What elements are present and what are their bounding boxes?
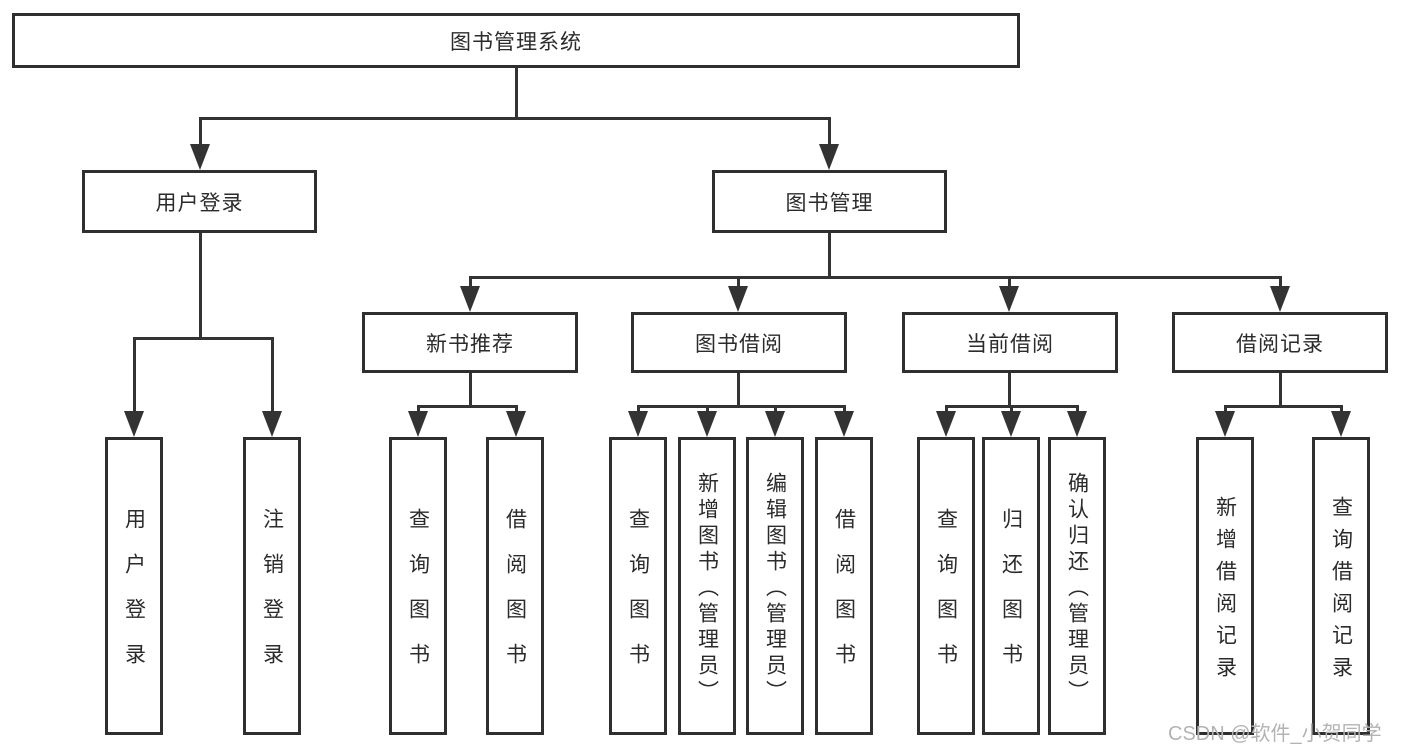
arrowhead-down-icon	[460, 286, 480, 312]
node-label: 确认归还（管理员）	[1065, 471, 1089, 706]
arrowhead-down-icon	[697, 411, 717, 437]
connector-line	[133, 337, 274, 340]
node-label: 编辑图书（管理员）	[763, 471, 787, 706]
node-label: 新书推荐	[426, 332, 514, 356]
node-new-book-recommend: 新书推荐	[362, 312, 578, 373]
connector-line	[199, 233, 202, 340]
node-label: 查询图书	[406, 508, 430, 688]
leaf-query-borrow-record: 查询借阅记录	[1312, 437, 1370, 735]
connector-line	[1340, 405, 1343, 413]
node-label: 图书管理	[785, 191, 874, 215]
leaf-query-books-borrow: 查询图书	[609, 437, 667, 735]
arrowhead-down-icon	[728, 286, 748, 312]
node-label: 查询图书	[934, 508, 958, 688]
connector-line	[637, 405, 640, 413]
connector-line	[737, 276, 740, 288]
connector-line	[1224, 405, 1227, 413]
node-label: 当前借阅	[966, 332, 1054, 356]
connector-line	[515, 405, 518, 413]
leaf-add-book-admin: 新增图书（管理员）	[678, 437, 736, 735]
arrowhead-down-icon	[1270, 286, 1290, 312]
leaf-borrow-books: 借阅图书	[815, 437, 873, 735]
arrowhead-down-icon	[834, 411, 854, 437]
node-label: 新增借阅记录	[1213, 495, 1237, 688]
node-label: 借阅图书	[832, 508, 856, 688]
arrowhead-down-icon	[1067, 411, 1087, 437]
connector-line	[1008, 373, 1011, 408]
connector-line	[271, 337, 274, 413]
leaf-borrow-books-recommend: 借阅图书	[486, 437, 544, 735]
connector-line	[417, 405, 518, 408]
connector-line	[706, 405, 709, 413]
arrowhead-down-icon	[1215, 411, 1235, 437]
connector-line	[199, 117, 831, 120]
arrowhead-down-icon	[408, 411, 428, 437]
node-label: 借阅记录	[1236, 332, 1324, 356]
node-label: 图书借阅	[695, 332, 783, 356]
connector-line	[637, 405, 846, 408]
connector-line	[774, 405, 777, 413]
node-label: 查询图书	[626, 508, 650, 688]
node-book-management: 图书管理	[712, 170, 947, 233]
node-user-login: 用户登录	[82, 170, 317, 233]
leaf-logout: 注销登录	[243, 437, 301, 735]
node-label: 注销登录	[260, 508, 284, 688]
arrowhead-down-icon	[628, 411, 648, 437]
connector-line	[1076, 405, 1079, 413]
node-current-borrow: 当前借阅	[902, 312, 1118, 373]
leaf-add-borrow-record: 新增借阅记录	[1196, 437, 1254, 735]
connector-line	[469, 373, 472, 408]
node-book-borrow: 图书借阅	[631, 312, 847, 373]
node-label: 图书管理系统	[450, 30, 582, 54]
arrowhead-down-icon	[124, 411, 144, 437]
node-label: 用户登录	[155, 191, 244, 215]
arrowhead-down-icon	[1331, 411, 1351, 437]
connector-line	[1008, 276, 1011, 288]
connector-line	[469, 276, 472, 288]
connector-line	[1010, 405, 1013, 413]
leaf-query-books-current: 查询图书	[917, 437, 975, 735]
leaf-edit-book-admin: 编辑图书（管理员）	[746, 437, 804, 735]
node-label: 借阅图书	[503, 508, 527, 688]
arrowhead-down-icon	[190, 144, 210, 170]
node-label: 查询借阅记录	[1329, 495, 1353, 688]
leaf-query-books-recommend: 查询图书	[389, 437, 447, 735]
connector-line	[945, 405, 948, 413]
leaf-return-books: 归还图书	[982, 437, 1040, 735]
arrowhead-down-icon	[262, 411, 282, 437]
connector-line	[417, 405, 420, 413]
connector-line	[1279, 373, 1282, 408]
node-label: 新增图书（管理员）	[695, 471, 719, 706]
connector-line	[1224, 405, 1343, 408]
connector-line	[828, 233, 831, 279]
arrowhead-down-icon	[506, 411, 526, 437]
connector-line	[1279, 276, 1282, 288]
node-label: 用户登录	[122, 508, 146, 688]
connector-line	[737, 373, 740, 408]
connector-line	[199, 117, 202, 147]
node-label: 归还图书	[999, 508, 1023, 688]
connector-line	[133, 337, 136, 413]
arrowhead-down-icon	[999, 286, 1019, 312]
arrowhead-down-icon	[1001, 411, 1021, 437]
leaf-confirm-return-admin: 确认归还（管理员）	[1048, 437, 1106, 735]
connector-line	[515, 68, 518, 120]
connector-line	[469, 276, 1282, 279]
node-root-system: 图书管理系统	[12, 13, 1020, 68]
connector-line	[828, 117, 831, 147]
node-borrow-records: 借阅记录	[1172, 312, 1388, 373]
csdn-watermark: CSDN @软件_小贺同学	[1168, 723, 1382, 745]
arrowhead-down-icon	[765, 411, 785, 437]
connector-line	[843, 405, 846, 413]
leaf-user-login: 用户登录	[105, 437, 163, 735]
arrowhead-down-icon	[936, 411, 956, 437]
arrowhead-down-icon	[819, 144, 839, 170]
